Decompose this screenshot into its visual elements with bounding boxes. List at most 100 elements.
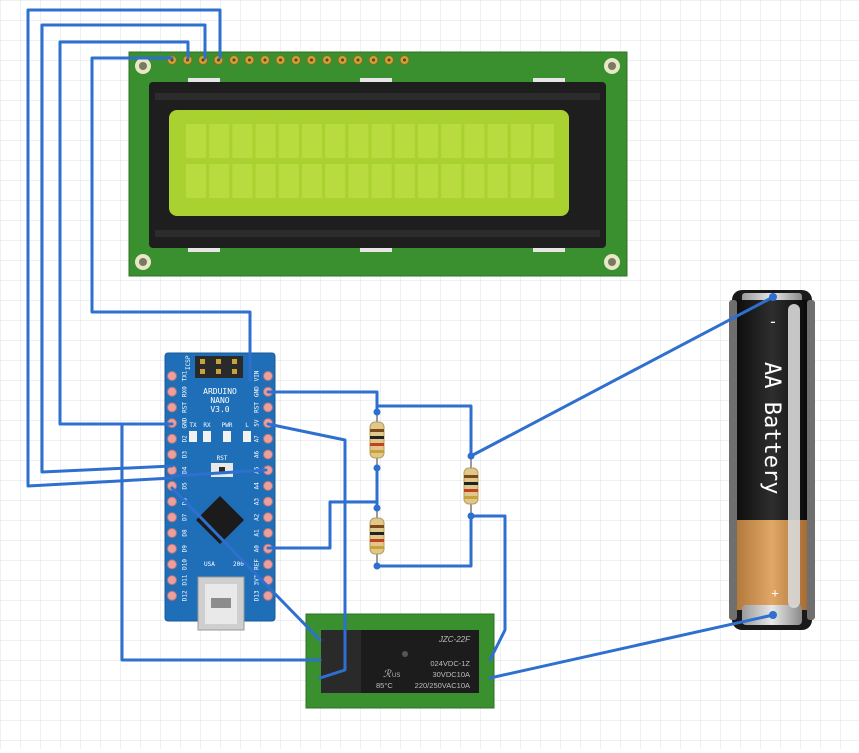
relay-us-mark: US (392, 673, 400, 679)
relay-module[interactable]: JZC-22F 024VDC-1Z 30VDC10A 220/250VAC10A… (305, 613, 495, 709)
board-model: NANO (210, 396, 229, 405)
nano-pin-left[interactable] (167, 433, 177, 444)
nano-pin-left[interactable] (167, 371, 177, 381)
nano-pin-left[interactable] (167, 480, 177, 491)
lcd-mount-hole (135, 58, 620, 270)
resistor-r3[interactable] (463, 456, 479, 516)
ul-mark-icon: ℛ (383, 669, 392, 680)
nano-pin-label-left: D2 (182, 435, 189, 443)
nano-pin-label-left: D8 (182, 529, 189, 537)
wire-r3-relay (469, 514, 507, 662)
wire-top-r3 (375, 404, 473, 458)
lcd-cell (186, 164, 206, 198)
nano-pin-label-right: A0 (254, 545, 261, 553)
nano-pin-label-left: TX1 (182, 370, 189, 381)
wires (26, 8, 775, 680)
nano-pin-label-right: RST (254, 402, 261, 413)
icsp-label: ICSP (185, 355, 192, 370)
nano-pin-label-right: A6 (254, 451, 261, 459)
nano-pin-label-right: A7 (254, 435, 261, 443)
nano-pin-label-right: A1 (254, 529, 261, 537)
lcd-cell (371, 164, 392, 198)
resistor-r1[interactable] (369, 412, 385, 468)
wire-nodes (373, 293, 777, 619)
nano-pin-left[interactable] (167, 559, 177, 570)
board-version: V3.0 (210, 405, 229, 414)
lcd-cell (441, 124, 462, 158)
nano-pin-left[interactable] (167, 528, 177, 538)
nano-pin-left[interactable] (167, 512, 177, 523)
nano-pin-right[interactable] (263, 480, 273, 491)
nano-pin-left[interactable] (167, 496, 177, 507)
wire-5v (266, 422, 347, 680)
wire-d4-relay (170, 486, 322, 642)
nano-pin-label-left: D3 (182, 451, 189, 459)
nano-pin-label-right: REF (254, 559, 261, 570)
nano-pin-right[interactable] (263, 402, 273, 413)
lcd-cell (441, 164, 462, 198)
nano-pin-label-right: 3V3 (254, 574, 261, 585)
lcd-cell (278, 164, 299, 198)
lcd-cell (534, 164, 554, 198)
nano-pin-right[interactable] (263, 433, 273, 444)
lcd-cell (186, 124, 206, 158)
led-label-rx: RX (203, 422, 211, 429)
lcd-cell (510, 164, 531, 198)
nano-pin-right[interactable] (263, 371, 273, 381)
reset-label: RST (217, 455, 228, 462)
wire-lcd-3 (58, 40, 190, 426)
nano-pin-label-left: D4 (182, 466, 189, 474)
lcd-cell (394, 124, 415, 158)
nano-pin-right[interactable] (263, 496, 273, 507)
battery-plus-sign: + (771, 586, 778, 600)
led-label-tx: TX (189, 422, 197, 429)
nano-pin-label-left: GND (182, 417, 189, 428)
lcd-cell (348, 164, 369, 198)
lcd-cell (302, 124, 322, 158)
nano-pin-right[interactable] (263, 449, 273, 460)
relay-dc-rating: 30VDC10A (432, 670, 470, 679)
aa-battery[interactable]: - + AA Battery (729, 290, 815, 630)
icsp-header (195, 356, 243, 378)
nano-pin-left[interactable] (167, 386, 177, 397)
lcd-cell (394, 164, 415, 198)
lcd-cell (510, 124, 531, 158)
lcd-cell (325, 124, 346, 158)
arduino-nano[interactable]: ICSP ARDUINO NANO V3.0 TX RX PWR L RST U… (164, 352, 276, 631)
wire-battery-pos (488, 613, 775, 680)
battery-minus-sign: - (768, 312, 778, 331)
nano-pin-right[interactable] (263, 528, 273, 538)
lcd-cell (232, 164, 253, 198)
lcd-module[interactable] (128, 51, 628, 277)
lcd-cell (418, 164, 438, 198)
nano-pin-left[interactable] (167, 590, 177, 601)
year-label: 200 (233, 561, 244, 568)
nano-pin-left[interactable] (167, 449, 177, 460)
nano-pin-right[interactable] (263, 512, 273, 523)
lcd-character-cells (186, 124, 554, 198)
nano-pin-left[interactable] (167, 402, 177, 413)
led-label-l: L (245, 422, 249, 429)
nano-pin-left[interactable] (167, 543, 177, 554)
nano-pin-right[interactable] (263, 559, 273, 570)
resistor-r2[interactable] (369, 508, 385, 566)
lcd-header-pins (167, 55, 410, 65)
nano-pin-label-right: A4 (254, 482, 261, 490)
nano-pin-right[interactable] (263, 590, 273, 601)
usa-label: USA (204, 561, 215, 568)
nano-pin-label-right: GND (254, 386, 261, 397)
nano-pin-label-left: D9 (182, 545, 189, 553)
lcd-cell (487, 124, 508, 158)
nano-pin-label-right: A3 (254, 498, 261, 506)
led-label-pwr: PWR (222, 422, 233, 429)
lcd-cell (534, 124, 554, 158)
nano-pin-label-right: A2 (254, 513, 261, 521)
nano-pin-label-left: D5 (182, 482, 189, 490)
wire-lcd-4 (90, 56, 252, 382)
nano-pin-left[interactable] (167, 575, 177, 586)
nano-pin-label-left: RST (182, 402, 189, 413)
nano-pin-label-right: 5V (254, 419, 261, 427)
lcd-cell (255, 164, 276, 198)
